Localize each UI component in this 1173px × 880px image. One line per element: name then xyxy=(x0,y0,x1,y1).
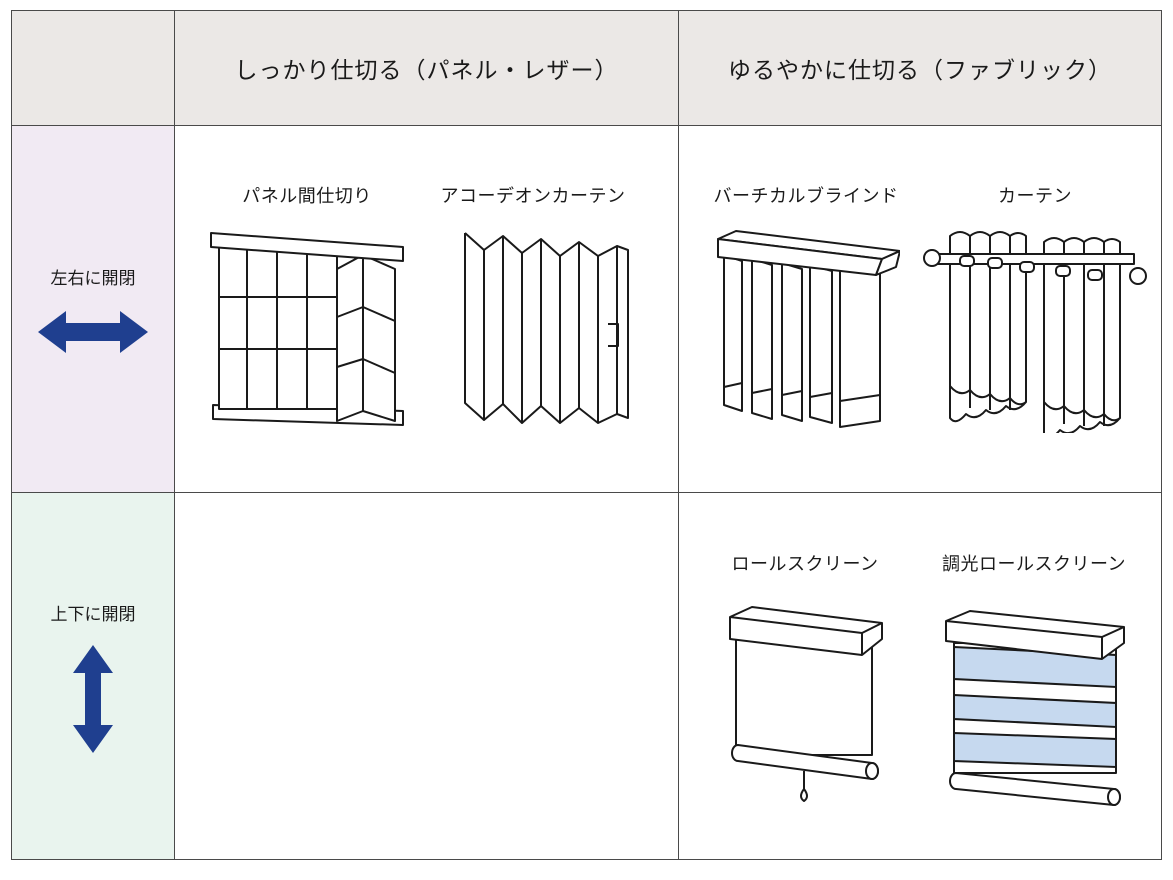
accordion-curtain-illustration xyxy=(464,232,629,424)
label-roll-screen: ロールスクリーン xyxy=(731,554,879,575)
double-vertical-arrow-icon xyxy=(73,644,113,753)
label-panel-partition: パネル間仕切り xyxy=(242,186,372,207)
label-curtain: カーテン xyxy=(998,186,1072,207)
curtain-illustration xyxy=(923,231,1147,433)
corner-cell xyxy=(11,10,175,126)
row-label-vertical-text: 上下に開閉 xyxy=(50,604,136,625)
label-vertical-blind: バーチカルブラインド xyxy=(713,186,899,207)
vertical-blind-illustration xyxy=(717,230,900,428)
column-header-firm: しっかり仕切る（パネル・レザー） xyxy=(174,10,679,126)
column-header-soft: ゆるやかに仕切る（ファブリック） xyxy=(678,10,1162,126)
cell-soft-vertical xyxy=(678,492,1162,860)
label-dimming-roll-screen: 調光ロールスクリーン xyxy=(941,554,1127,575)
row-label-horizontal-text: 左右に開閉 xyxy=(50,268,136,289)
comparison-table: しっかり仕切る（パネル・レザー） ゆるやかに仕切る（ファブリック） 左右に開閉 … xyxy=(11,10,1162,860)
cell-firm-vertical xyxy=(174,492,679,860)
dimming-roll-screen-illustration xyxy=(945,610,1125,806)
panel-partition-illustration xyxy=(210,232,404,426)
label-accordion-curtain: アコーデオンカーテン xyxy=(440,186,626,207)
double-horizontal-arrow-icon xyxy=(38,310,148,353)
roll-screen-illustration xyxy=(729,606,883,802)
row-label-vertical: 上下に開閉 xyxy=(11,492,175,860)
row-label-horizontal: 左右に開閉 xyxy=(11,125,175,493)
